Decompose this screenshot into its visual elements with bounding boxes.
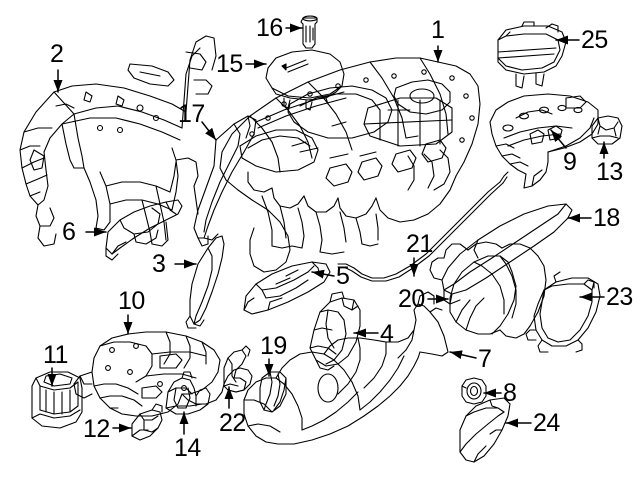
callout-label-3[interactable]: 3 bbox=[152, 250, 166, 278]
callout-label-15[interactable]: 15 bbox=[216, 50, 243, 78]
callout-label-1[interactable]: 1 bbox=[431, 16, 445, 44]
callout-label-21[interactable]: 21 bbox=[406, 230, 433, 258]
part-17-a-pillar-trim bbox=[193, 115, 257, 247]
callout-label-20[interactable]: 20 bbox=[398, 285, 425, 313]
part-13-end-cap bbox=[591, 115, 623, 145]
callout-label-5[interactable]: 5 bbox=[336, 262, 350, 290]
part-10-glove-bin bbox=[73, 331, 253, 417]
callout-label-12[interactable]: 12 bbox=[83, 415, 110, 443]
callout-arrow-17 bbox=[201, 121, 217, 141]
callout-label-22[interactable]: 22 bbox=[219, 409, 246, 437]
callout-label-18[interactable]: 18 bbox=[593, 204, 620, 232]
part-22-hook-bracket bbox=[223, 345, 251, 393]
part-1-instrument-panel bbox=[219, 57, 481, 273]
part-20-console-bezel bbox=[429, 241, 547, 339]
part-5-defroster-strip bbox=[243, 261, 331, 315]
callout-arrow-7 bbox=[449, 350, 477, 360]
part-11-fuse-block bbox=[31, 371, 83, 429]
callout-label-19[interactable]: 19 bbox=[260, 332, 287, 360]
callout-label-6[interactable]: 6 bbox=[62, 218, 76, 246]
part-15-speaker-grille-cover bbox=[265, 49, 345, 111]
part-23-display-bezel bbox=[525, 271, 601, 353]
part-16-retainer-clip bbox=[300, 15, 318, 49]
part-4-knee-bolster bbox=[309, 291, 361, 371]
part-24-trim-cap bbox=[459, 397, 511, 463]
part-8-grommet bbox=[461, 377, 487, 405]
callout-label-10[interactable]: 10 bbox=[118, 287, 145, 315]
callout-label-11[interactable]: 11 bbox=[43, 341, 68, 369]
part-3-side-trim-panel bbox=[185, 235, 225, 329]
part-14-support-bracket bbox=[165, 371, 211, 415]
callout-arrow-5 bbox=[311, 269, 335, 279]
callout-label-8[interactable]: 8 bbox=[503, 379, 517, 407]
callout-label-2[interactable]: 2 bbox=[50, 40, 64, 68]
callout-label-9[interactable]: 9 bbox=[563, 148, 577, 176]
callout-label-7[interactable]: 7 bbox=[478, 345, 492, 373]
callout-arrow-9 bbox=[550, 129, 567, 149]
callout-label-13[interactable]: 13 bbox=[596, 158, 623, 186]
part-25-airbag-module bbox=[497, 21, 567, 89]
part-2-reinforcement-beam bbox=[19, 35, 217, 247]
callout-label-23[interactable]: 23 bbox=[606, 283, 633, 311]
callout-label-4[interactable]: 4 bbox=[380, 320, 394, 348]
part-7-knee-trim bbox=[243, 291, 449, 445]
callout-label-17[interactable]: 17 bbox=[178, 100, 205, 128]
callout-label-14[interactable]: 14 bbox=[174, 434, 201, 462]
part-6-lower-bracket bbox=[105, 199, 183, 261]
part-21-wiring-harness bbox=[337, 171, 509, 282]
callout-label-25[interactable]: 25 bbox=[581, 26, 608, 54]
callout-label-16[interactable]: 16 bbox=[256, 14, 283, 42]
part-12-mounting-clip bbox=[131, 403, 163, 441]
callout-label-24[interactable]: 24 bbox=[533, 409, 560, 437]
part-9-glove-box-housing bbox=[489, 93, 599, 189]
